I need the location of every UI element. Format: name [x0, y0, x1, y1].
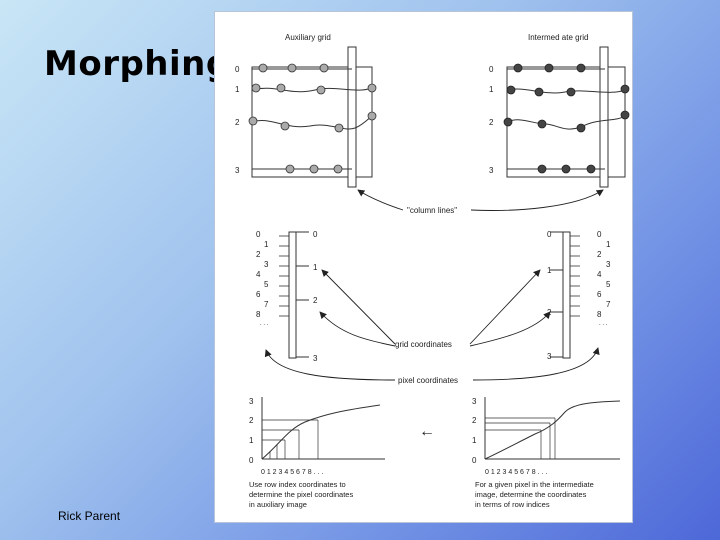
- right-pixel-label: 1: [606, 240, 611, 249]
- aux-grid-point: [251, 83, 261, 93]
- left-y-tick: 1: [249, 436, 254, 445]
- aux-grid-point: [287, 63, 297, 73]
- inter-row-label: 3: [489, 166, 494, 175]
- left-pixel-label: 7: [264, 300, 269, 309]
- aux-row-label: 1: [235, 85, 240, 94]
- left-pixel-label: 8: [256, 310, 261, 319]
- left-mapping-graph: 0 1 2 3 0 1 2 3 4 5 6 7 8 . . . Use row …: [249, 397, 385, 509]
- right-caption-line: For a given pixel in the intermediate: [475, 480, 594, 489]
- left-arrow: ←: [419, 423, 435, 440]
- left-pixel-label: 6: [256, 290, 261, 299]
- inter-grid-point: [566, 87, 576, 97]
- inter-row-label: 2: [489, 118, 494, 127]
- right-caption-line: image, determine the coordinates: [475, 490, 587, 499]
- left-grid-label: 1: [313, 263, 318, 272]
- aux-grid-point: [285, 164, 295, 174]
- left-pixel-label: . . .: [260, 321, 269, 327]
- left-y-tick: 3: [249, 397, 254, 406]
- grid-coordinates-label: grid coordinates: [395, 340, 452, 349]
- inter-grid-point: [544, 63, 554, 73]
- aux-grid-point: [316, 85, 326, 95]
- left-caption-line: determine the pixel coordinates: [249, 490, 353, 499]
- column-lines-arrows: [357, 189, 604, 211]
- left-pixel-label: 2: [256, 250, 261, 259]
- inter-grid-point: [576, 123, 586, 133]
- pixel-coordinates-arrows: [264, 347, 600, 381]
- aux-grid-point: [309, 164, 319, 174]
- aux-grid: 0 1 2 3: [235, 46, 377, 188]
- inter-grid-point: [513, 63, 523, 73]
- right-pixel-label: . . .: [599, 321, 608, 327]
- left-ladder: 0 1 2 3 4 5 6 7 8 . . . 0 1 2 3: [256, 230, 318, 363]
- right-y-tick: 2: [472, 416, 477, 425]
- pixel-coordinates-label: pixel coordinates: [398, 376, 458, 385]
- left-grid-label: 0: [313, 230, 318, 239]
- column-lines-label: "column lines": [407, 206, 457, 215]
- right-y-tick: 0: [472, 456, 477, 465]
- inter-row-label: 0: [489, 65, 494, 74]
- inter-grid-point: [537, 119, 547, 129]
- left-pixel-label: 3: [264, 260, 269, 269]
- right-grid-label: 0: [547, 230, 552, 239]
- left-caption-line: in auxiliary image: [249, 500, 307, 509]
- morphing-diagram: Auxiliary grid 0 1 2 3: [235, 33, 630, 509]
- right-pixel-label: 5: [606, 280, 611, 289]
- right-pixel-label: 2: [597, 250, 602, 259]
- right-mapping-graph: 0 1 2 3 0 1 2 3 4 5 6 7 8 . . . For a gi…: [472, 397, 621, 509]
- right-pixel-label: 3: [606, 260, 611, 269]
- aux-grid-point: [258, 63, 268, 73]
- left-pixel-label: 4: [256, 270, 261, 279]
- inter-grid-point: [561, 164, 571, 174]
- slide-title: Morphing: [44, 44, 231, 84]
- inter-grid-point: [620, 84, 630, 94]
- inter-row-label: 1: [489, 85, 494, 94]
- left-y-tick: 2: [249, 416, 254, 425]
- inter-grid-point: [534, 87, 544, 97]
- left-y-tick: 0: [249, 456, 254, 465]
- aux-grid-point: [319, 63, 329, 73]
- figure-panel: Auxiliary grid 0 1 2 3: [215, 12, 632, 522]
- aux-grid-point: [276, 83, 286, 93]
- aux-row-label: 2: [235, 118, 240, 127]
- right-x-ticks: 0 1 2 3 4 5 6 7 8 . . .: [485, 469, 547, 476]
- left-pixel-label: 0: [256, 230, 261, 239]
- inter-grid-point: [537, 164, 547, 174]
- inter-grid-point: [586, 164, 596, 174]
- aux-grid-point: [280, 121, 290, 131]
- left-pixel-label: 1: [264, 240, 269, 249]
- aux-grid-point: [334, 123, 344, 133]
- left-caption-line: Use row index coordinates to: [249, 480, 346, 489]
- inter-grid-title: Intermed ate grid: [528, 33, 588, 42]
- aux-grid-title: Auxiliary grid: [285, 33, 331, 42]
- aux-grid-point: [367, 111, 377, 121]
- inter-grid-point: [576, 63, 586, 73]
- right-pixel-label: 6: [597, 290, 602, 299]
- right-grid-label: 1: [547, 266, 552, 275]
- right-pixel-label: 4: [597, 270, 602, 279]
- aux-grid-point: [333, 164, 343, 174]
- inter-grid: 0 1 2 3: [489, 46, 630, 188]
- inter-grid-point: [503, 117, 513, 127]
- right-ladder: 0 1 2 3 4 5 6 7 8 . . . 0 1 2 3: [547, 230, 611, 361]
- left-pixel-label: 5: [264, 280, 269, 289]
- author-footer: Rick Parent: [58, 509, 121, 523]
- right-grid-label: 3: [547, 352, 552, 361]
- right-y-tick: 3: [472, 397, 477, 406]
- inter-grid-point: [506, 85, 516, 95]
- right-pixel-label: 0: [597, 230, 602, 239]
- left-x-ticks: 0 1 2 3 4 5 6 7 8 . . .: [261, 469, 323, 476]
- left-grid-label: 3: [313, 354, 318, 363]
- aux-grid-point: [248, 116, 258, 126]
- inter-grid-point: [620, 110, 630, 120]
- right-caption-line: in terms of row indices: [475, 500, 550, 509]
- aux-grid-point: [367, 83, 377, 93]
- left-grid-label: 2: [313, 296, 318, 305]
- right-pixel-label: 7: [606, 300, 611, 309]
- aux-row-label: 0: [235, 65, 240, 74]
- aux-row-label: 3: [235, 166, 240, 175]
- right-y-tick: 1: [472, 436, 477, 445]
- right-pixel-label: 8: [597, 310, 602, 319]
- grid-coordinates-arrows: [319, 269, 551, 347]
